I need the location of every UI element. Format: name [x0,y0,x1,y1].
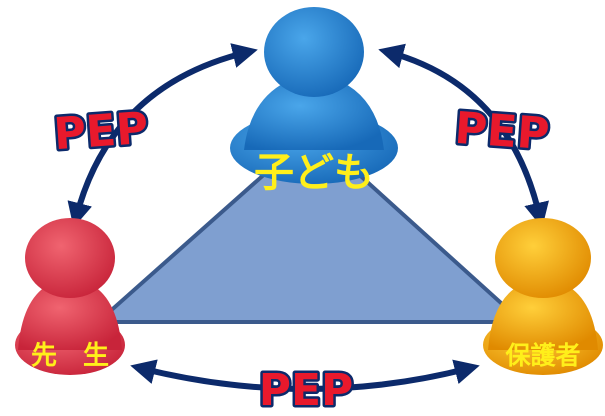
child-figure-icon [230,7,398,184]
pep-label-child-guardian: PEP [453,103,551,160]
child-label: 子ども [254,150,374,196]
teacher-figure-icon [15,218,125,375]
teacher-label: 先 生 [31,341,109,371]
pep-label-teacher-guardian: PEP [259,365,354,416]
guardian-label: 保護者 [504,341,580,370]
arrow-child-guardian [378,43,549,228]
guardian-figure-icon [483,218,603,375]
arrow-teacher-guardian [130,359,480,392]
arrow-child-teacher [67,43,258,228]
pep-label-child-teacher: PEP [52,103,150,160]
